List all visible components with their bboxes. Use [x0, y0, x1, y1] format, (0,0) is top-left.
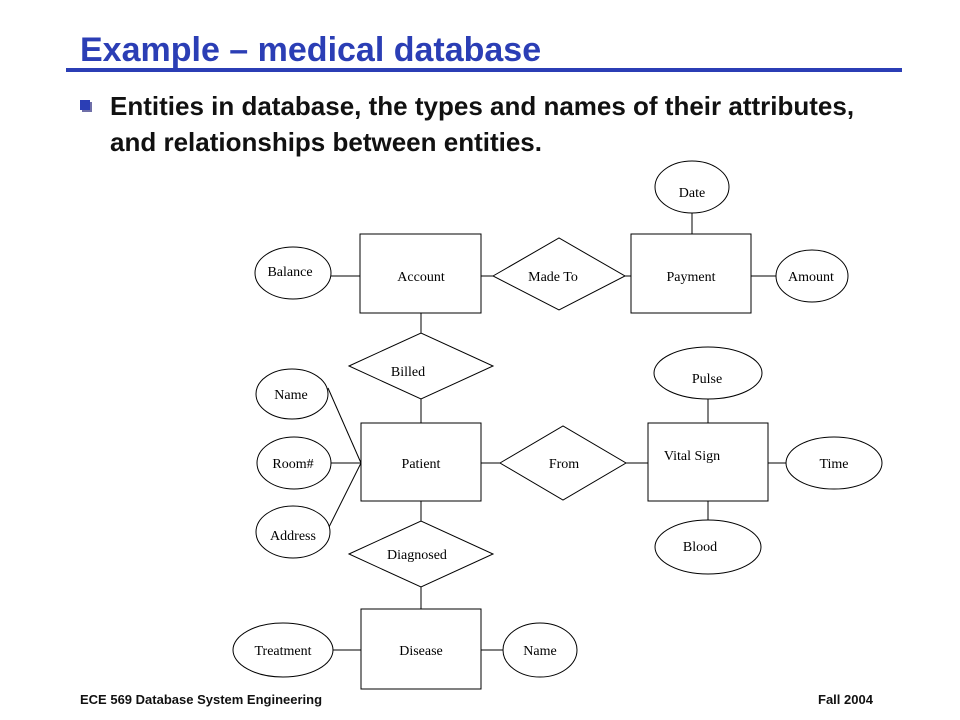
entity-payment-label: Payment	[667, 270, 716, 285]
entity-disease: Disease	[360, 608, 482, 690]
attribute-amount-label: Amount	[788, 270, 834, 285]
attribute-address-label: Address	[270, 529, 316, 544]
connector-line	[327, 462, 362, 530]
attribute-pulse: Pulse	[653, 346, 763, 400]
attribute-balance: Balance	[254, 246, 332, 300]
entity-account-label: Account	[397, 270, 445, 285]
attribute-patient-name-label: Name	[274, 388, 307, 403]
entity-patient: Patient	[360, 422, 482, 502]
attribute-room-label: Room#	[272, 457, 313, 472]
attribute-blood-label: Blood	[683, 540, 717, 555]
attribute-time: Time	[785, 436, 883, 490]
entity-vital-sign-label: Vital Sign	[664, 449, 720, 464]
footer-course: ECE 569 Database System Engineering	[80, 692, 323, 707]
attribute-pulse-label: Pulse	[692, 372, 722, 387]
entity-patient-label: Patient	[402, 457, 441, 472]
entity-vital-sign: Vital Sign	[647, 422, 769, 502]
attribute-disease-name-label: Name	[523, 644, 556, 659]
attribute-date-label: Date	[679, 186, 705, 201]
slide-title: Example – medical database	[80, 31, 542, 69]
attribute-blood: Blood	[654, 519, 762, 575]
attribute-treatment: Treatment	[232, 622, 334, 678]
bullet-text: Entities in database, the types and name…	[110, 91, 855, 157]
relationship-diagnosed-label: Diagnosed	[387, 548, 447, 563]
relationship-from-label: From	[549, 457, 579, 472]
connector-lines	[327, 212, 786, 651]
relationship-billed: Billed	[347, 332, 495, 400]
relationship-made-to-label: Made To	[528, 270, 578, 285]
attribute-treatment-label: Treatment	[254, 644, 311, 659]
attribute-amount: Amount	[775, 249, 849, 303]
entity-disease-label: Disease	[399, 644, 443, 659]
attribute-room: Room#	[256, 436, 332, 490]
entity-account: Account	[359, 233, 482, 314]
attribute-patient-name: Name	[255, 368, 329, 420]
relationship-made-to: Made To	[491, 237, 627, 311]
entity-payment: Payment	[630, 233, 752, 314]
connector-line	[327, 387, 362, 464]
title-underline	[66, 68, 902, 72]
attribute-date: Date	[654, 160, 730, 214]
relationship-from: From	[499, 425, 627, 501]
footer-term: Fall 2004	[818, 692, 873, 707]
square-bullet-icon	[80, 100, 90, 110]
attribute-disease-name: Name	[502, 622, 578, 678]
attribute-balance-label: Balance	[267, 265, 312, 280]
attribute-time-label: Time	[819, 457, 848, 472]
attribute-address: Address	[255, 505, 331, 559]
relationship-billed-label: Billed	[391, 365, 425, 380]
relationship-diagnosed: Diagnosed	[347, 520, 495, 588]
